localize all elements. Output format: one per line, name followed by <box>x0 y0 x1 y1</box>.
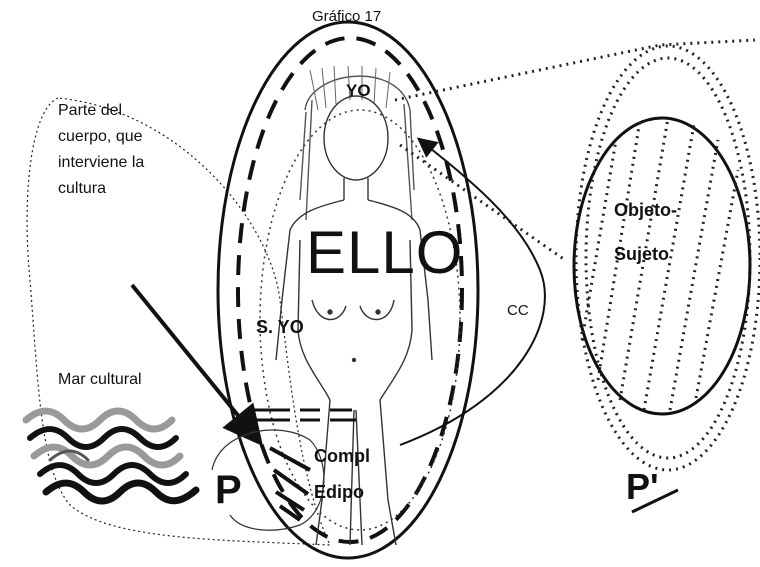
p-arc <box>211 429 325 531</box>
label-ello: ELLO <box>306 219 464 286</box>
label-mar-cultural: Mar cultural <box>58 371 142 388</box>
dotted-yo-to-object-top <box>394 38 756 102</box>
wave-icon <box>22 407 200 505</box>
dotted-ello-ellipse <box>259 109 461 531</box>
label-yo: YO <box>346 81 371 100</box>
label-complejo-edipo: Compl Edipo <box>314 446 370 502</box>
label-cc: CC <box>507 302 529 319</box>
edipo-slashes <box>269 446 311 522</box>
cc-arrow <box>399 137 546 446</box>
culture-bubble-outline <box>26 97 331 546</box>
figure-title: Gráfico 17 <box>312 8 382 25</box>
label-super-yo: S. YO <box>256 317 304 337</box>
label-objeto-sujeto: Objeto-Sujeto <box>614 200 677 264</box>
object-hatching <box>580 117 740 411</box>
human-figure-icon <box>275 65 433 546</box>
main-outer-ellipse <box>216 20 480 560</box>
p-prime-slash <box>631 488 679 514</box>
edipo-marks <box>250 408 356 422</box>
label-body-part: Parte del cuerpo, que interviene la cult… <box>58 102 145 197</box>
body-part-arrow-icon <box>130 283 264 447</box>
object-solid-ellipse <box>572 116 752 416</box>
label-p-prime: P' <box>626 466 659 507</box>
label-p: P <box>215 468 242 512</box>
